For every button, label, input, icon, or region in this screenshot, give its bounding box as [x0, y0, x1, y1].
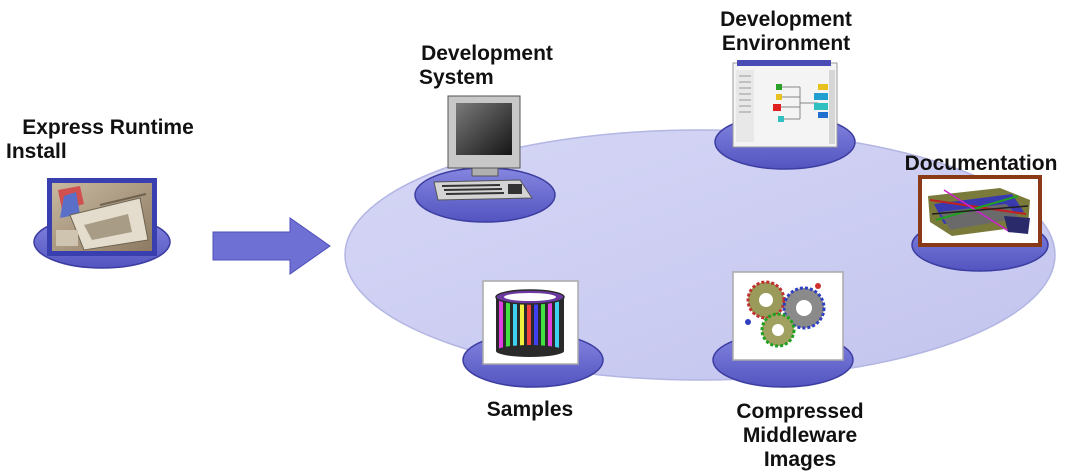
samples-label: Samples	[470, 398, 590, 422]
compressed-middleware-label: Compressed Middleware Images	[718, 400, 882, 472]
development-system-label: Development System	[407, 42, 567, 90]
documentation-picture-icon	[918, 175, 1042, 247]
ide-window-icon	[732, 60, 838, 148]
compressed-label-line-1: Compressed	[736, 400, 864, 423]
development-environment-node	[714, 60, 856, 170]
right-arrow-icon	[212, 217, 331, 275]
samples-label-line-1: Samples	[486, 398, 574, 421]
compressed-middleware-node	[712, 271, 854, 388]
documentation-node	[911, 175, 1049, 272]
sample-cylinder-icon	[482, 280, 579, 365]
gears-icon	[732, 271, 844, 361]
express-runtime-node	[33, 178, 171, 269]
compressed-label-line-2: Middleware	[742, 424, 858, 447]
development-environment-label: Development Environment	[706, 8, 866, 56]
express-runtime-label: Express Runtime Install	[6, 116, 210, 164]
installer-screenshot-icon	[47, 178, 157, 256]
dev-env-label-line-2: Environment	[721, 32, 851, 55]
documentation-label: Documentation	[892, 152, 1070, 176]
desktop-computer-icon	[433, 95, 533, 201]
dev-system-label-line-2: System	[419, 66, 494, 89]
samples-node	[462, 280, 604, 388]
compressed-label-line-3: Images	[763, 448, 837, 471]
dev-system-label-line-1: Development	[421, 42, 553, 65]
development-system-node	[414, 95, 556, 223]
express-label-line-1: Express Runtime	[22, 116, 194, 139]
dev-env-label-line-1: Development	[720, 8, 852, 31]
documentation-label-line-1: Documentation	[904, 152, 1058, 175]
express-label-line-2: Install	[6, 140, 67, 163]
